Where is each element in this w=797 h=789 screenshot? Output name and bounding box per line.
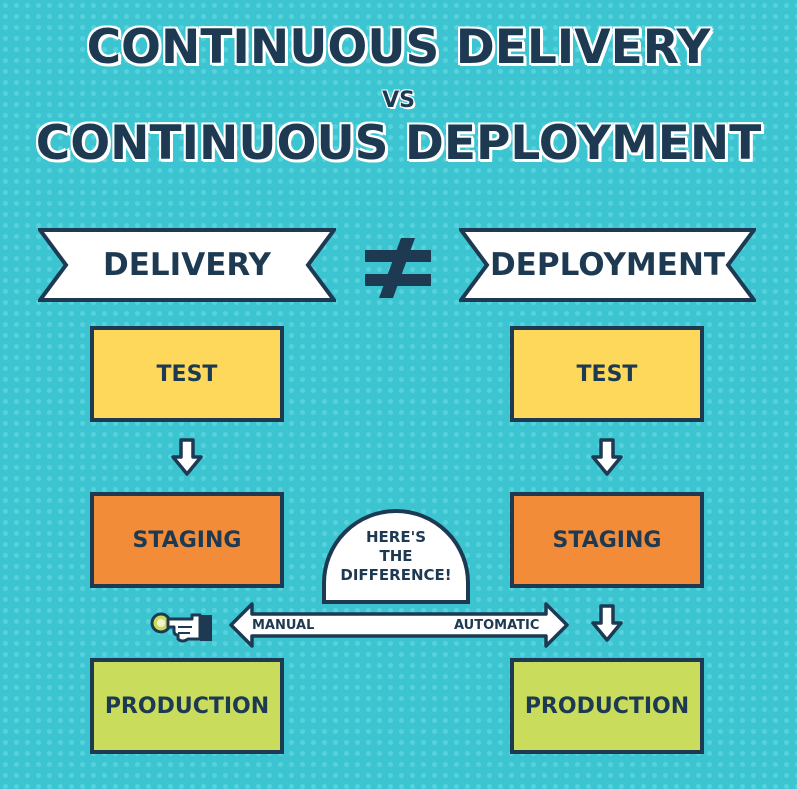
not-equal-icon — [365, 238, 431, 298]
down-arrow-icon — [591, 604, 623, 642]
title-vs: VS — [382, 88, 415, 113]
delivery-staging-box: STAGING — [90, 492, 284, 588]
manual-label: MANUAL — [252, 618, 315, 633]
difference-callout: HERE'S THE DIFFERENCE! — [321, 508, 471, 604]
double-arrow-icon — [229, 602, 569, 648]
delivery-banner: DELIVERY — [38, 228, 336, 302]
down-arrow-icon — [171, 438, 203, 476]
deployment-banner-label: DEPLOYMENT — [489, 247, 726, 283]
manual-automatic-spectrum: MANUAL AUTOMATIC — [228, 600, 570, 650]
banner-left-shape — [38, 228, 336, 302]
down-arrow-icon — [591, 438, 623, 476]
deployment-test-box: TEST — [510, 326, 704, 422]
title-line-2: CONTINUOUS DEPLOYMENT — [35, 116, 762, 171]
hand-pointer-icon — [150, 612, 212, 643]
automatic-label: AUTOMATIC — [454, 618, 540, 633]
deployment-production-box: PRODUCTION — [510, 658, 704, 754]
callout-line-1: HERE'S — [366, 528, 426, 546]
deployment-staging-box: STAGING — [510, 492, 704, 588]
callout-line-2: THE — [379, 547, 413, 565]
deployment-banner: DEPLOYMENT — [459, 228, 756, 302]
banner-right-shape — [459, 228, 756, 302]
title-line-1: CONTINUOUS DELIVERY — [86, 20, 711, 75]
dome-shape — [322, 509, 470, 604]
delivery-production-box: PRODUCTION — [90, 658, 284, 754]
delivery-banner-label: DELIVERY — [103, 247, 271, 283]
callout-line-3: DIFFERENCE! — [340, 566, 452, 584]
delivery-test-box: TEST — [90, 326, 284, 422]
